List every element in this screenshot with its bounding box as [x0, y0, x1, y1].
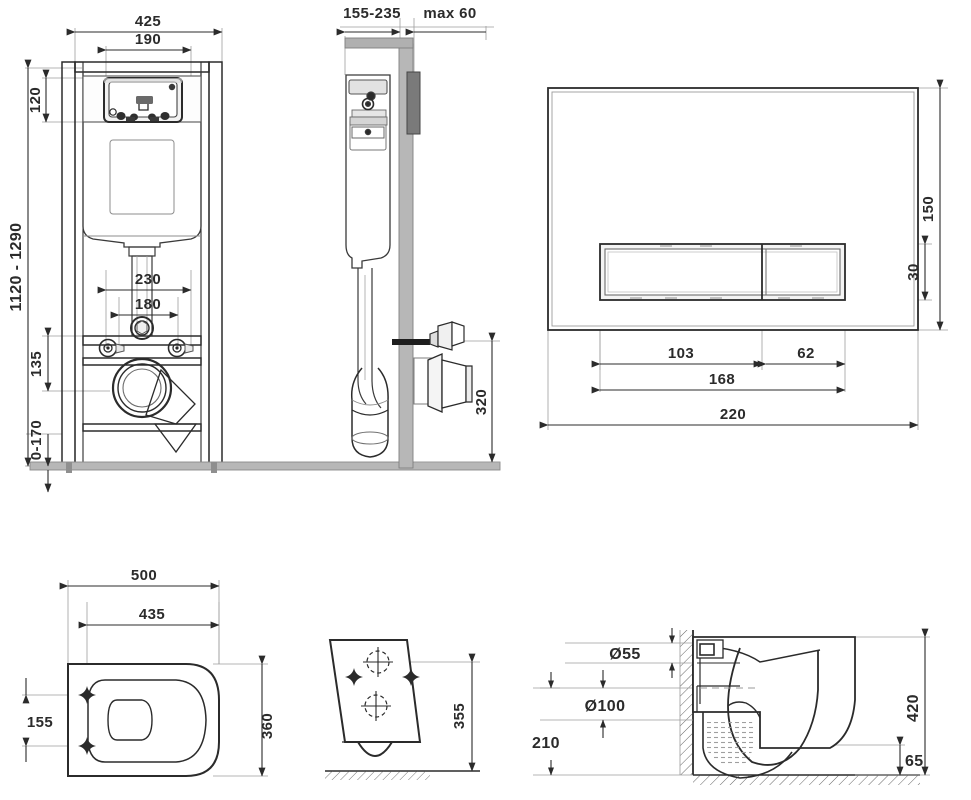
dim-label-pan-clearance: 65 [905, 753, 924, 770]
dimension-0-170: 0-170 [28, 420, 52, 493]
dimension-135: 135 [28, 327, 52, 392]
dim-label-pan-height: 355 [451, 703, 468, 729]
dim-label-flush-inlet: Ø55 [609, 646, 640, 663]
dimension-320: 320 [473, 332, 496, 463]
dimension-150: 150 [920, 79, 944, 331]
dimension-220: 220 [539, 406, 919, 429]
dimension-360: 360 [258, 655, 276, 777]
flush-pipe-side [357, 268, 382, 409]
dim-label-plate-height: 150 [920, 196, 937, 222]
dim-label-button-total: 168 [709, 371, 735, 388]
cistern-body [82, 71, 202, 248]
dim-label-bolt-outer: 230 [135, 271, 161, 288]
dim-label-button-large: 103 [668, 345, 694, 362]
dimension-155-plan: 155 [22, 678, 53, 762]
view-pan-plan: 500 435 155 360 [22, 567, 276, 777]
dim-label-fixing-front: 435 [139, 606, 165, 623]
dimension-65: 65 [896, 736, 924, 776]
pan-plan-outline [67, 663, 220, 777]
dim-label-button-height: 30 [905, 263, 922, 281]
dimension-1120-1290: 1120 - 1290 [8, 59, 32, 467]
dim-label-frame-height: 1120 - 1290 [8, 223, 25, 312]
dim-label-waste-outlet: Ø100 [585, 698, 626, 715]
dim-label-fixing-spacing: 155 [27, 714, 53, 731]
button-stipple [630, 245, 824, 299]
section-floor [693, 774, 920, 785]
view-pan-section: Ø55 Ø100 210 420 65 [532, 628, 930, 785]
dimension-435: 435 [78, 606, 220, 629]
view-frame-front: 425 190 120 1120 - 1290 230 180 135 0-1 [8, 13, 501, 493]
dim-label-cistern-width: 190 [135, 31, 161, 48]
dimension-230: 230 [97, 271, 192, 294]
dim-label-plate-width: 220 [720, 406, 746, 423]
dimension-210: 210 [532, 672, 560, 776]
dimension-d100: Ø100 [585, 670, 626, 738]
view-flush-plate: 150 30 103 62 168 220 [539, 79, 948, 430]
dim-label-access-opening: 120 [27, 87, 44, 113]
dim-label-frame-width: 425 [135, 13, 161, 30]
dim-label-frame-depth: 155-235 [343, 5, 401, 22]
cistern-side [345, 74, 391, 269]
dimension-500: 500 [59, 567, 220, 590]
dimension-190: 190 [97, 31, 192, 54]
dimension-355: 355 [451, 653, 476, 772]
wall-section [344, 37, 414, 469]
pan-connections [98, 316, 194, 358]
section-wall [679, 630, 694, 775]
pan-rear-outline [328, 639, 422, 757]
waste-bend-side [350, 367, 389, 458]
dim-label-pan-projection: 420 [905, 694, 922, 722]
dim-label-pan-length: 500 [131, 567, 157, 584]
dimension-30: 30 [905, 235, 929, 301]
dimension-max-60: max 60 [405, 5, 486, 36]
view-pan-rear: 355 [325, 639, 480, 780]
dimension-420: 420 [905, 628, 929, 776]
pan-connectors-side [392, 321, 473, 413]
dimension-425: 425 [66, 13, 223, 36]
dimension-155-235: 155-235 [336, 5, 401, 36]
flush-buttons[interactable] [599, 243, 846, 301]
dim-label-outlet-height-2: 210 [532, 735, 560, 752]
inspection-opening [82, 75, 202, 123]
ground-line-rear [325, 770, 480, 780]
dimension-62: 62 [757, 345, 846, 368]
dim-label-wall-finish: max 60 [423, 5, 476, 22]
dimension-180: 180 [110, 296, 179, 319]
dim-label-button-small: 62 [797, 345, 815, 362]
dimension-103: 103 [591, 345, 763, 368]
dim-label-outlet-height: 135 [28, 351, 45, 377]
dimension-168: 168 [591, 371, 846, 394]
pan-section-outline [692, 636, 856, 779]
dim-label-bolt-inner: 180 [135, 296, 161, 313]
dim-label-pan-width: 360 [259, 713, 276, 739]
view-frame-side: 155-235 max 60 320 [336, 5, 500, 469]
dim-label-foot-adjust: 0-170 [28, 420, 45, 460]
waste-bend [111, 357, 198, 454]
dimension-d55: Ø55 [609, 628, 675, 678]
dim-label-outlet-centre: 320 [473, 389, 490, 415]
